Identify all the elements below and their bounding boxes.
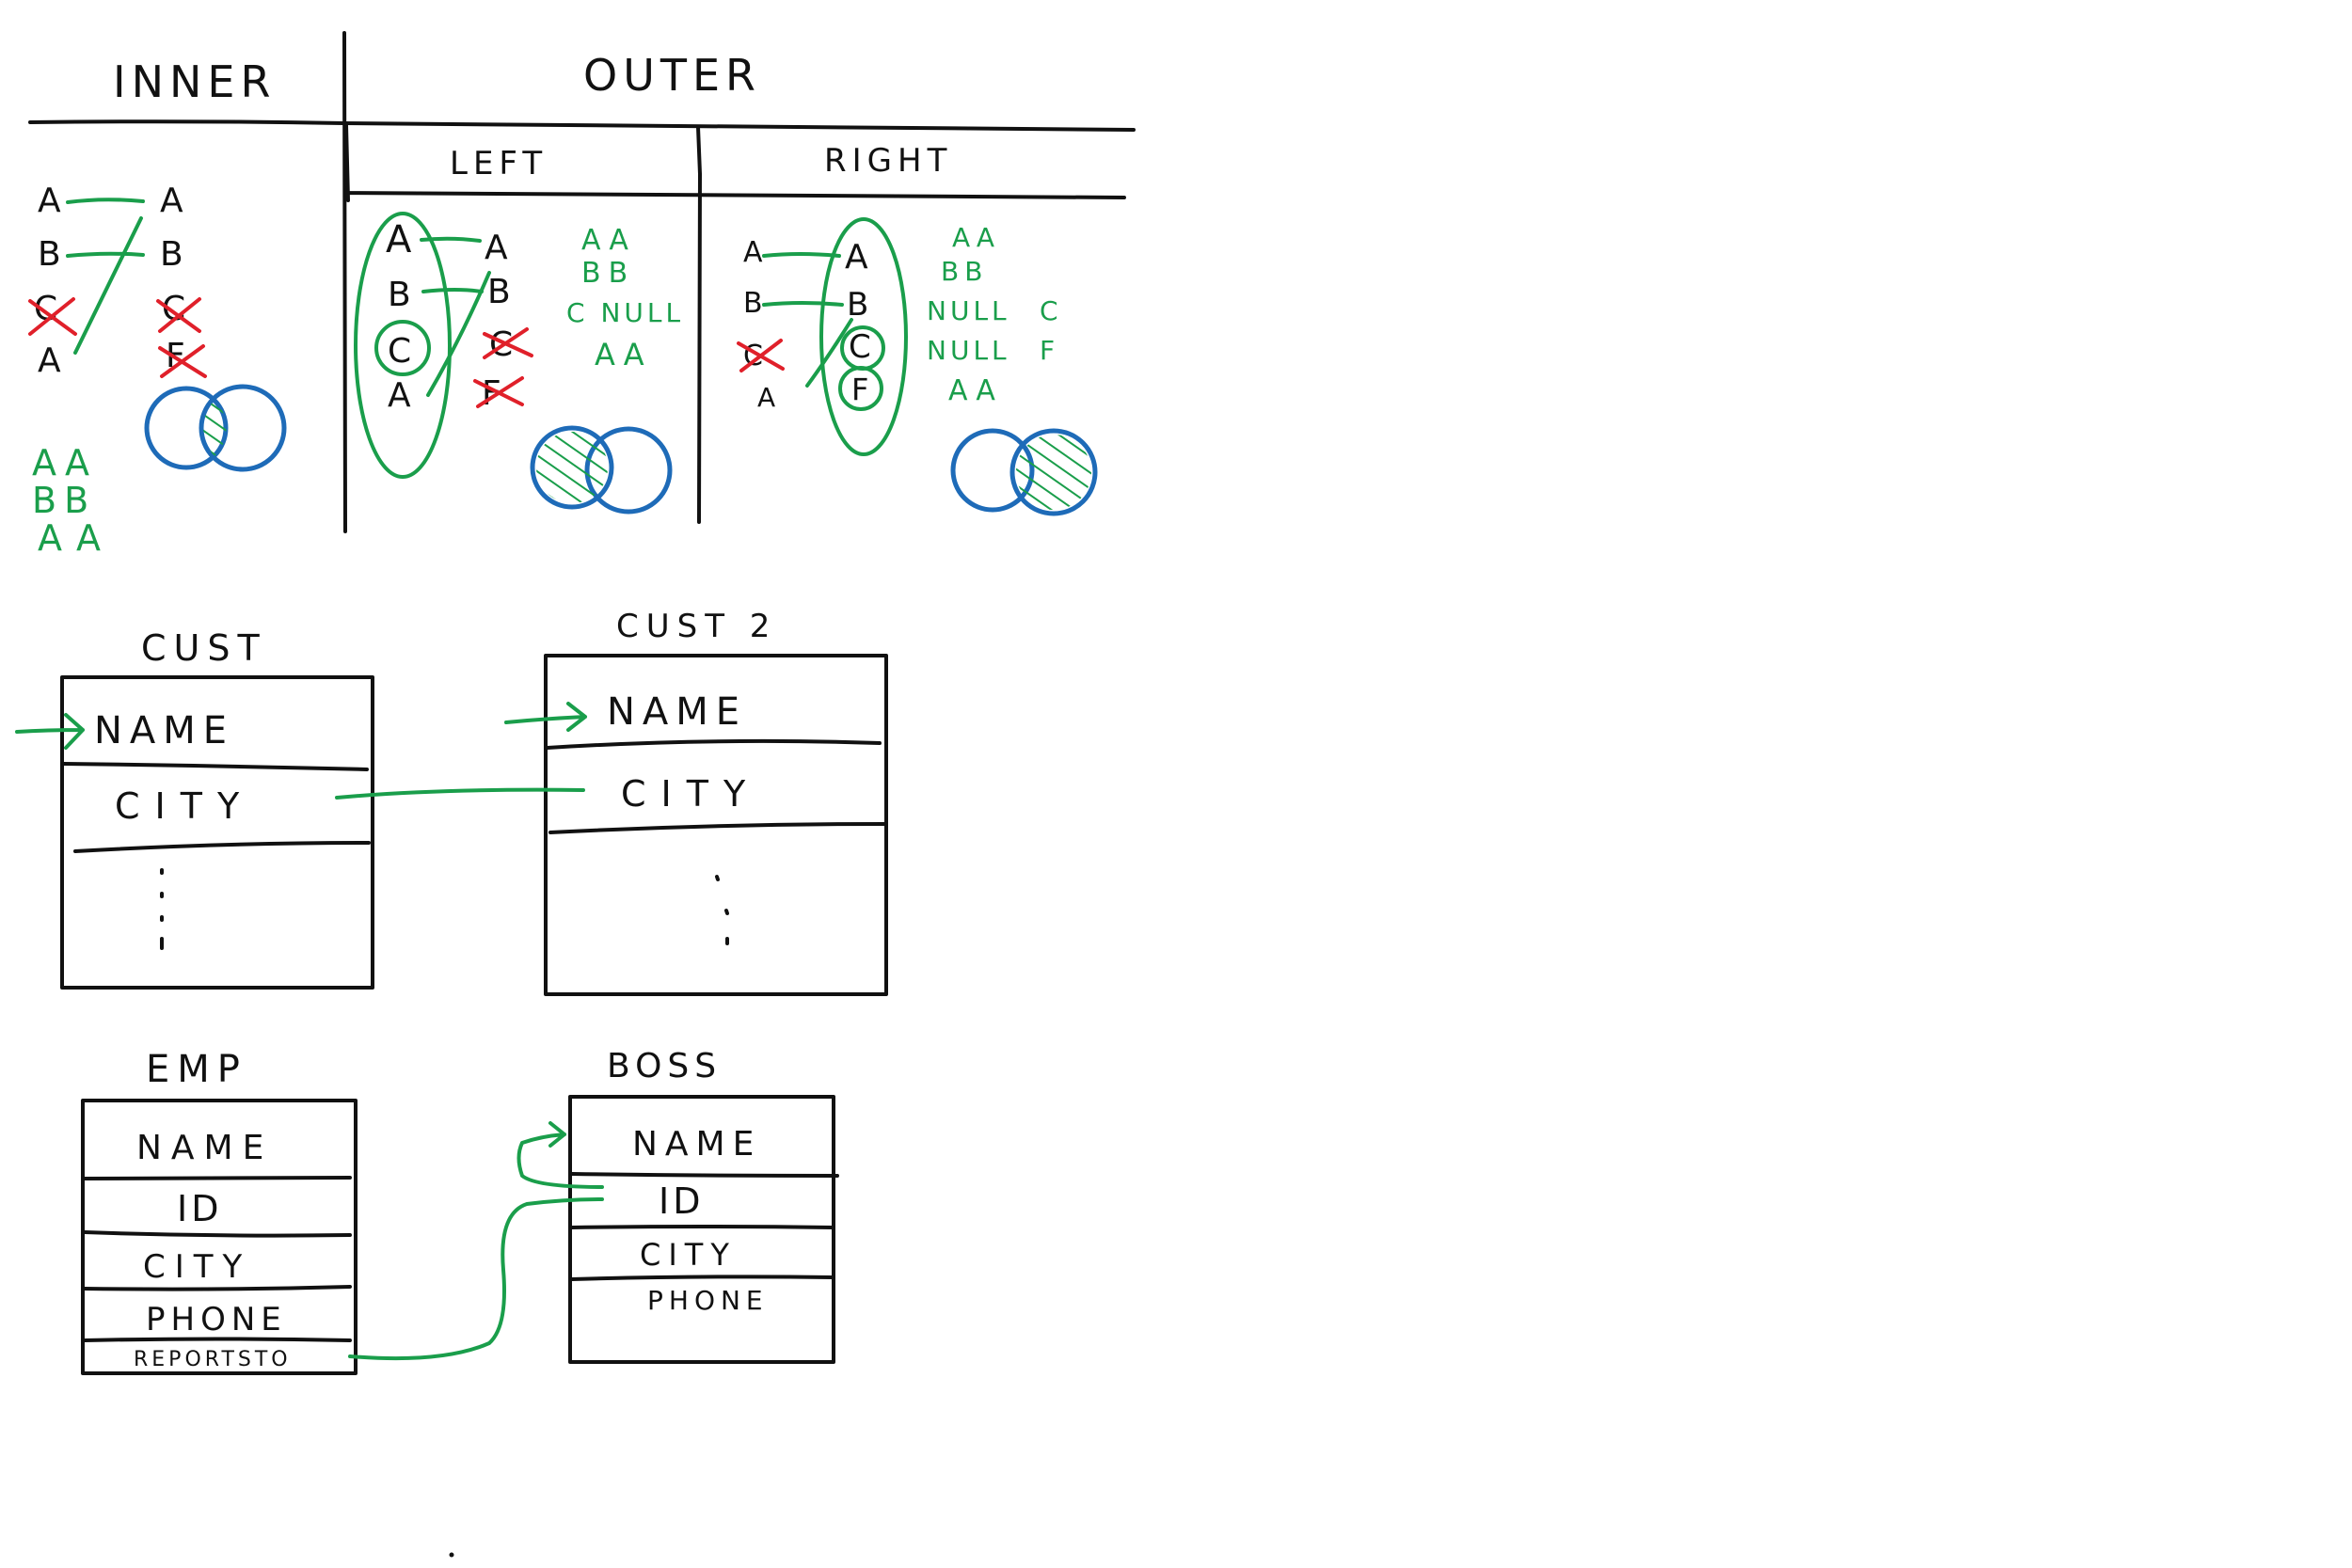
cust2-title: CUST 2 (616, 608, 777, 645)
table-boss: BOSS NAME ID CITY PHONE (568, 1047, 839, 1364)
inner-join-panel: A B C A A B C F AA BB AA (28, 182, 287, 559)
left-venn-fill (536, 432, 608, 503)
boss-field-city: CITY (640, 1237, 737, 1273)
boss-field-name: NAME (632, 1125, 761, 1164)
boss-title: BOSS (607, 1047, 722, 1085)
left-join-panel: A B C A A B C F AA BB C NULL AA (354, 212, 684, 515)
cust-field-name: NAME (94, 709, 234, 752)
emp-field-id: ID (177, 1188, 222, 1229)
right-result-1-left: AA (952, 222, 1000, 253)
stray-dot (449, 1552, 454, 1558)
id-to-boss-arrow (516, 1121, 604, 1189)
join-grid (28, 31, 1136, 533)
left-left-key-3: C (388, 332, 411, 371)
left-right-key-4: F (482, 374, 501, 413)
right-left-key-1: A (743, 236, 763, 269)
right-venn-right (1009, 428, 1098, 516)
right-left-key-2: B (743, 287, 763, 320)
boss-field-id: ID (659, 1180, 704, 1222)
inner-venn-overlap (203, 400, 227, 456)
right-right-key-3: C (849, 328, 871, 366)
right-left-key-4: A (757, 382, 775, 413)
left-header: LEFT (450, 145, 548, 182)
left-right-key-1: A (485, 229, 508, 267)
left-left-key-4: A (388, 376, 411, 415)
left-venn-left (530, 425, 614, 510)
cust-title: CUST (141, 627, 267, 669)
left-result-1: AA (581, 224, 636, 257)
boss-field-phone: PHONE (647, 1285, 769, 1316)
inner-left-key-2: B (38, 235, 61, 274)
emp-field-city: CITY (143, 1248, 251, 1286)
left-right-key-2: B (487, 273, 511, 311)
left-left-key-1: A (386, 218, 412, 261)
emp-field-reportsto: REPORTSTO (134, 1348, 292, 1371)
inner-left-key-4: A (38, 341, 61, 380)
cust2-field-city: CITY (621, 773, 760, 815)
outer-header: OUTER (583, 50, 761, 101)
emp-title: EMP (146, 1048, 247, 1091)
right-header: RIGHT (824, 142, 952, 180)
inner-right-key-2: B (160, 235, 183, 274)
inner-result-1: AA (32, 442, 97, 483)
emp-field-name: NAME (136, 1129, 273, 1167)
right-table-ellipse (819, 217, 908, 456)
right-right-key-2: B (847, 286, 868, 324)
table-cust2: CUST 2 NAME CITY (504, 608, 888, 996)
table-cust: CUST NAME CITY (15, 627, 374, 990)
right-join-panel: A B C A A B C F AA BB NULL C NULL F AA (737, 217, 1098, 516)
right-result-4-left: NULL (927, 335, 1010, 366)
left-result-2: BB (581, 257, 635, 290)
left-table-ellipse (354, 212, 452, 479)
right-result-3-right: C (1040, 295, 1058, 326)
right-venn-fill (1016, 435, 1091, 510)
right-right-key-4: F (851, 372, 868, 407)
inner-result-2: BB (32, 480, 96, 521)
right-result-3-left: NULL (927, 295, 1010, 326)
right-result-2-left: BB (941, 256, 988, 287)
cust-field-city: CITY (115, 785, 254, 827)
inner-result-3: AA (38, 517, 114, 559)
right-result-5-left: AA (948, 374, 1003, 407)
reportsto-join-arrow (348, 1197, 604, 1361)
left-left-key-2: B (388, 276, 411, 314)
inner-right-key-3: C (162, 290, 185, 328)
inner-header: INNER (113, 56, 276, 107)
right-result-4-right: F (1040, 335, 1055, 366)
right-right-key-1: A (845, 238, 868, 277)
left-result-3: C NULL (566, 297, 684, 328)
inner-venn-right (199, 384, 287, 472)
inner-left-key-1: A (38, 182, 61, 220)
city-join-line (335, 787, 585, 800)
cust2-field-name: NAME (607, 690, 747, 734)
inner-right-key-1: A (160, 182, 183, 220)
table-emp: EMP NAME ID CITY PHONE REPORTSTO (81, 1048, 358, 1375)
emp-field-phone: PHONE (146, 1301, 287, 1338)
left-result-4: AA (595, 337, 652, 372)
